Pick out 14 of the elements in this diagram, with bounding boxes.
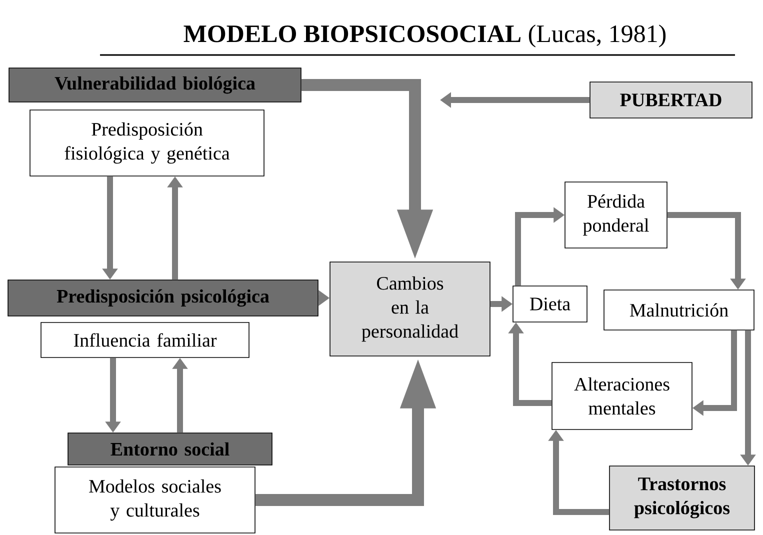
process-header-box: Vulnerabilidad biológica	[8, 68, 302, 102]
process-header-box: Entorno social	[68, 432, 272, 466]
process-box: Dieta	[512, 286, 588, 322]
process-box: Malnutrición	[604, 290, 754, 330]
process-box: Predisposición fisiológica y genética	[30, 110, 264, 176]
process-box: Modelos sociales y culturales	[54, 466, 256, 534]
title: MODELO BIOPSICOSOCIAL (Lucas, 1981)	[184, 24, 666, 48]
highlight-box: Trastornos psicológicos	[609, 466, 755, 530]
highlight-box: PUBERTAD	[590, 82, 752, 118]
process-box: Influencia familiar	[40, 322, 250, 358]
process-header-box: Predisposición psicológica	[8, 280, 318, 316]
process-box: Alteraciones mentales	[552, 362, 692, 430]
highlight-box: Cambios en la personalidad	[330, 262, 490, 356]
process-box: Pérdida ponderal	[564, 182, 668, 248]
